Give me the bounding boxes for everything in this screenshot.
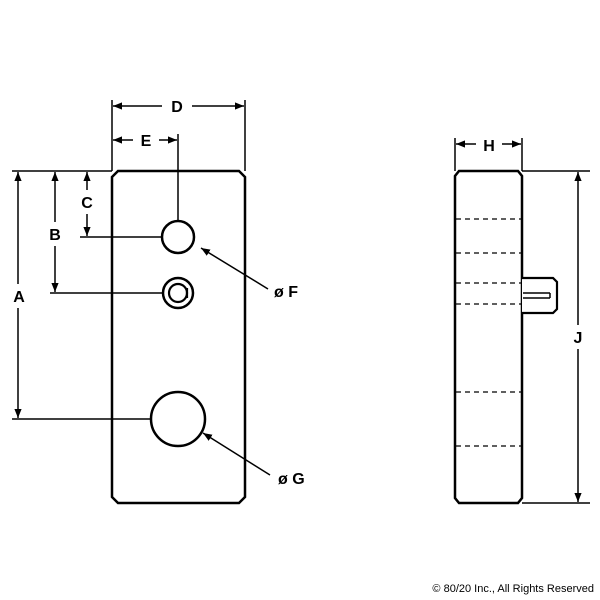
dimension-c: C <box>77 172 99 236</box>
copyright-notice: © 80/20 Inc., All Rights Reserved <box>432 583 594 595</box>
hole-f <box>160 219 196 255</box>
label-b: B <box>49 227 61 244</box>
side-extension-lines <box>454 138 590 504</box>
label-g: ø G <box>278 471 305 488</box>
dimension-e: E <box>113 130 177 152</box>
front-extension-lines <box>12 100 246 420</box>
dimension-d: D <box>113 96 244 118</box>
label-j: J <box>574 330 583 347</box>
protruding-pin <box>522 276 559 315</box>
label-f: ø F <box>274 284 298 301</box>
hole-g <box>149 390 207 448</box>
side-view <box>453 169 559 505</box>
dimension-b: B <box>45 172 67 292</box>
leader-f: ø F <box>200 247 298 301</box>
dimension-j: J <box>567 172 589 502</box>
leader-g: ø G <box>202 432 305 488</box>
side-plate-outline <box>453 169 524 505</box>
label-a: A <box>13 289 25 306</box>
dimension-a: A <box>8 172 30 418</box>
label-d: D <box>171 99 183 116</box>
label-h: H <box>483 138 495 155</box>
center-threaded-hole <box>161 276 195 310</box>
label-c: C <box>81 195 93 212</box>
label-e: E <box>141 133 152 150</box>
hidden-lines <box>456 218 521 447</box>
dimension-h: H <box>456 134 521 156</box>
